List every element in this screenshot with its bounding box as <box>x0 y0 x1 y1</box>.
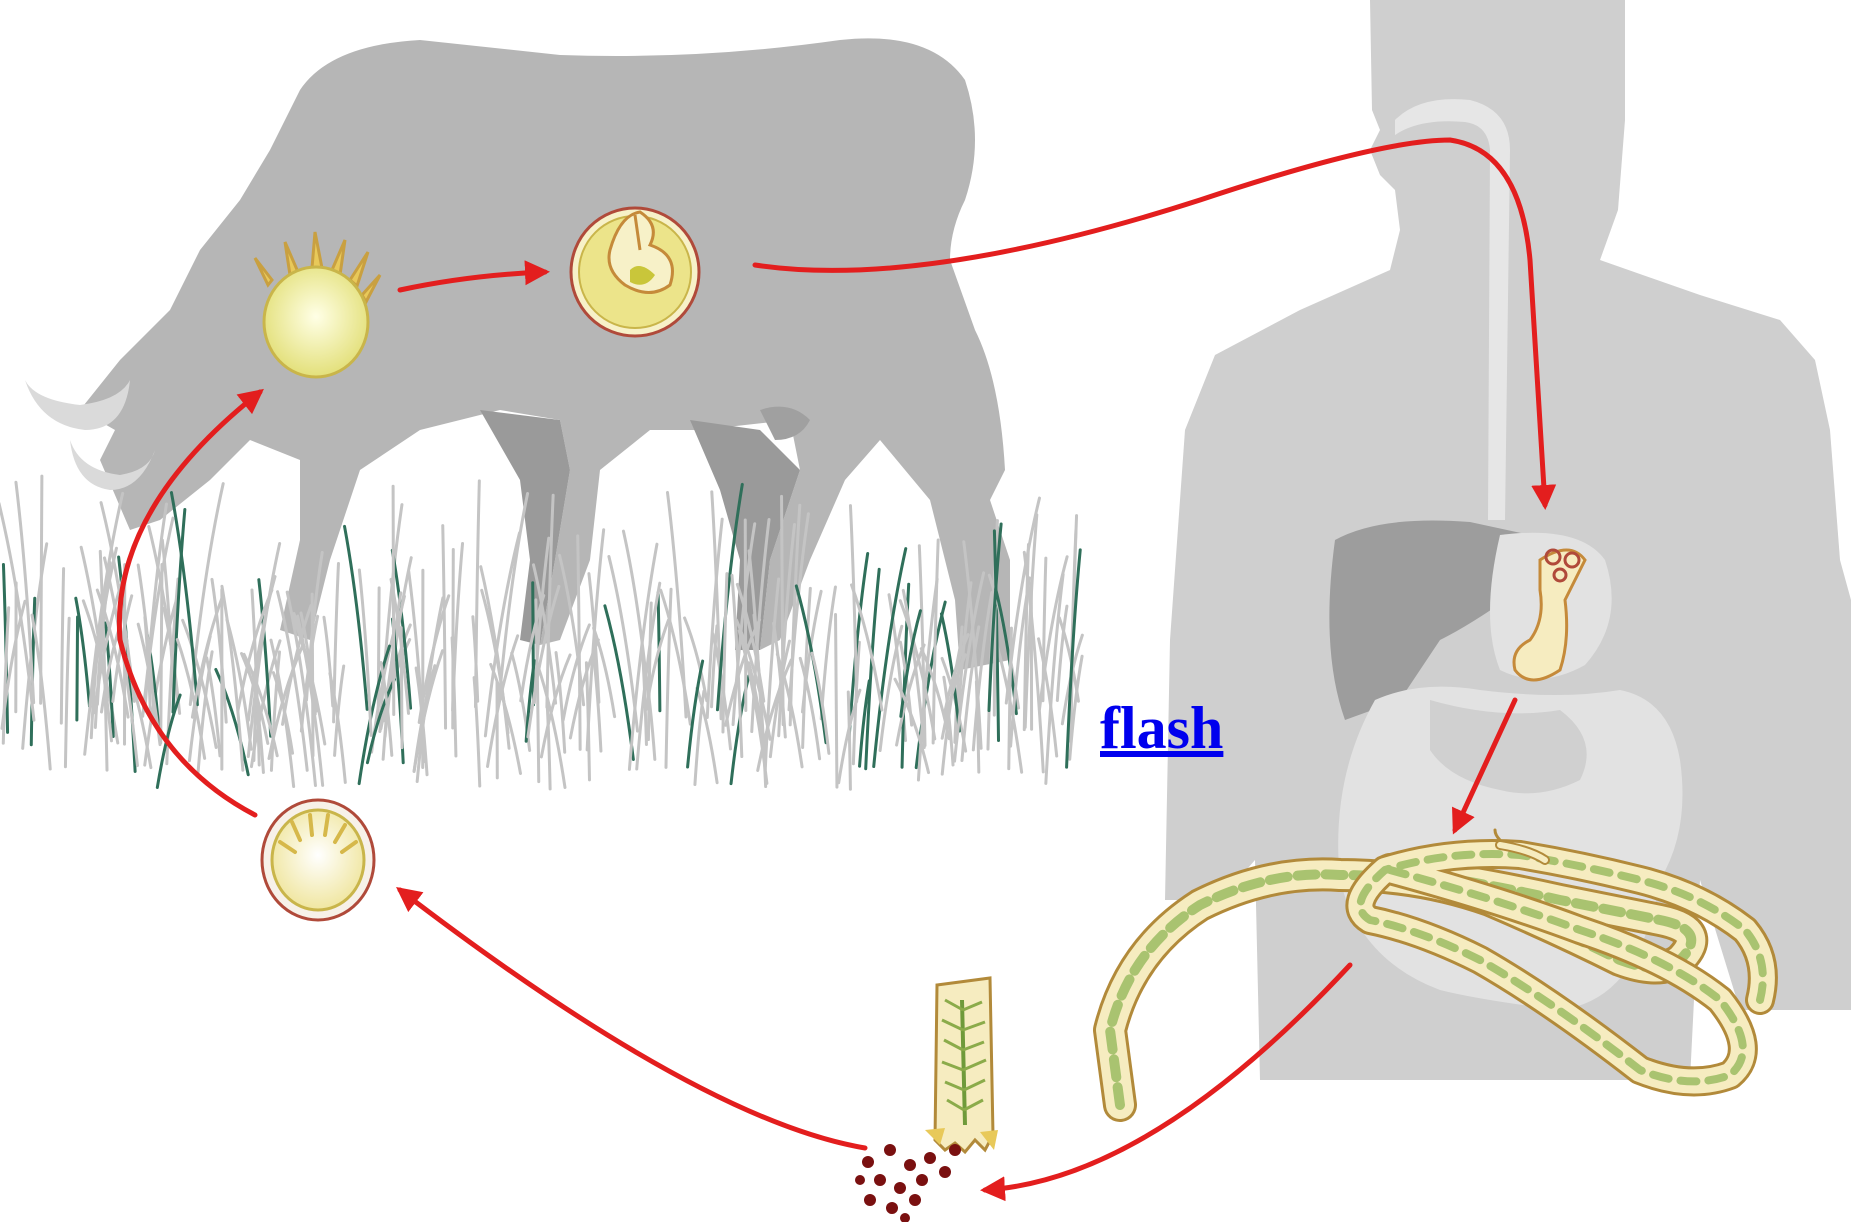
grass-blade <box>453 550 454 728</box>
flash-link[interactable]: flash <box>1100 694 1223 763</box>
grass-blade <box>378 588 379 718</box>
grass-blade <box>533 583 534 705</box>
grass-blade <box>745 520 746 710</box>
grass-blade <box>499 494 528 702</box>
embryonated-egg-icon <box>262 800 374 920</box>
cow-silhouette <box>25 38 1010 670</box>
grass-blade <box>41 476 42 703</box>
cysticercus-cyst-icon <box>571 208 699 336</box>
grass-blade <box>836 614 837 787</box>
grass-blade <box>666 589 671 767</box>
grass-blade <box>16 482 34 702</box>
arrow-proglottid-to-egg <box>400 890 865 1148</box>
grass-blade <box>161 564 162 742</box>
grass-blade <box>401 628 402 748</box>
grass-blade <box>61 569 63 723</box>
grass-blade <box>77 617 78 720</box>
grass-blade <box>443 526 446 729</box>
grass-blade <box>848 692 850 789</box>
grass-blade <box>821 587 835 719</box>
feces-dots-icon <box>855 1144 961 1222</box>
grass-blade <box>65 618 69 766</box>
gravid-proglottid-icon <box>925 978 998 1152</box>
grass-blade <box>393 486 394 714</box>
grass-blade <box>324 617 333 706</box>
